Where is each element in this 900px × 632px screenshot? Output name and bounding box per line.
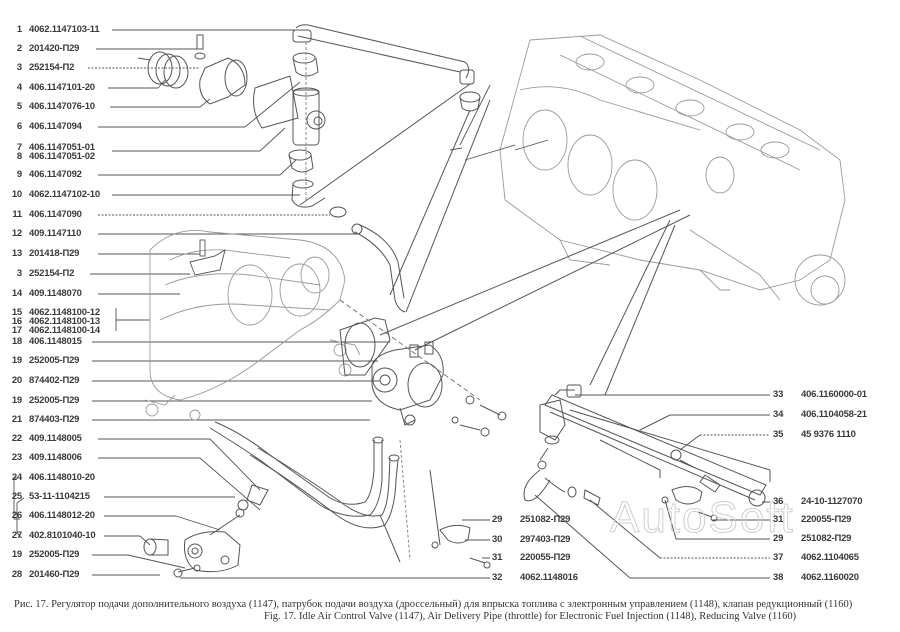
figure-caption-ru: Рис. 17. Регулятор подачи дополнительног…	[14, 599, 853, 610]
engine-block	[459, 34, 846, 306]
reference-arrows	[379, 99, 691, 396]
leader-lines-left	[13, 29, 390, 576]
throttle-body	[339, 299, 507, 437]
fuel-rail-assembly	[523, 384, 771, 579]
intake-manifold	[144, 230, 361, 421]
autosoft-watermark: AutoSoft	[610, 493, 795, 543]
hoses-lower	[143, 421, 491, 579]
figure-caption-en: Fig. 17. Idle Air Control Valve (1147), …	[264, 611, 797, 622]
idle-air-valve-assembly	[137, 24, 481, 313]
